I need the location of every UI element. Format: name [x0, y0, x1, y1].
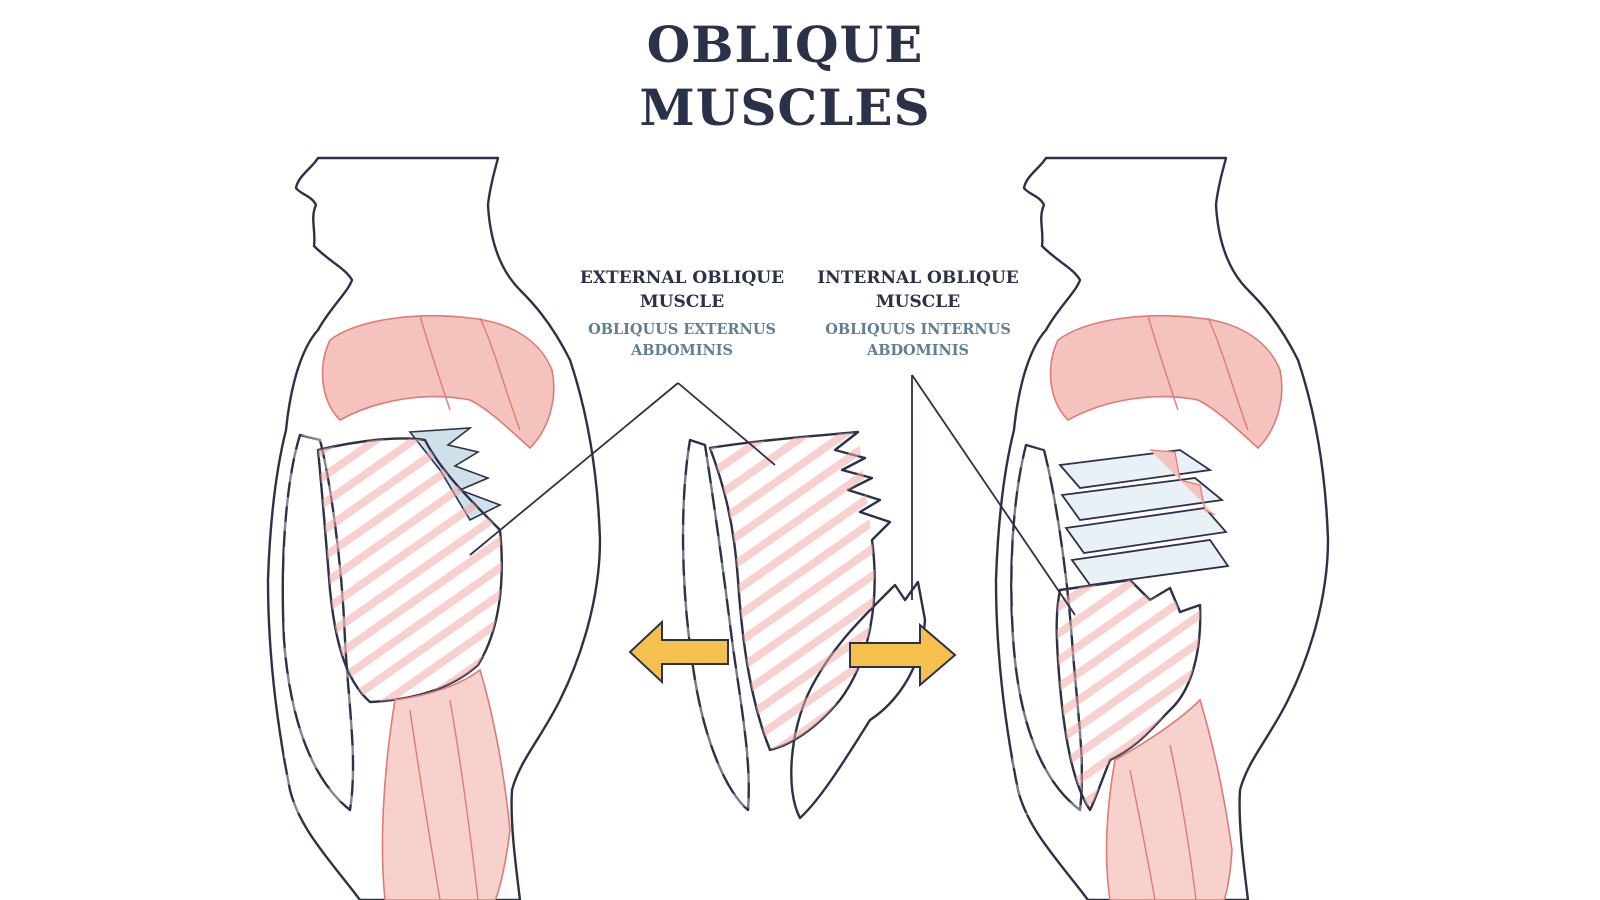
leader-internal-right: [911, 374, 1076, 616]
right-body-silhouette: [994, 156, 1330, 900]
right-figure-internal-oblique: [994, 156, 1330, 900]
label-internal-latin1: OBLIQUUS INTERNUS: [825, 321, 1011, 338]
left-deltoid: [321, 315, 555, 450]
label-internal-line2: MUSCLE: [876, 292, 960, 312]
label-external-oblique: EXTERNAL OBLIQUE MUSCLE OBLIQUUS EXTERNU…: [580, 268, 784, 359]
leader-external-left: [469, 382, 679, 556]
label-external-line2: MUSCLE: [640, 292, 724, 312]
arrow-right-icon: [849, 622, 957, 688]
label-external-line1: EXTERNAL OBLIQUE: [580, 268, 784, 288]
arrow-left-icon: [628, 619, 729, 685]
title-line-2: MUSCLES: [639, 78, 930, 137]
left-figure-external-oblique: [266, 156, 602, 900]
label-internal-line1: INTERNAL OBLIQUE: [817, 268, 1019, 288]
label-external-latin2: ABDOMINIS: [630, 342, 733, 359]
left-body-silhouette: [266, 156, 602, 900]
right-deltoid: [1049, 315, 1283, 450]
label-internal-oblique: INTERNAL OBLIQUE MUSCLE OBLIQUUS INTERNU…: [817, 268, 1019, 359]
center-detached-muscles: [628, 430, 957, 820]
right-ribcage: [1058, 449, 1230, 586]
title-line-1: OBLIQUE: [647, 15, 924, 74]
label-internal-latin2: ABDOMINIS: [866, 342, 969, 359]
label-external-latin1: OBLIQUUS EXTERNUS: [588, 321, 776, 338]
leader-external-center: [677, 382, 776, 466]
left-hip-muscles: [381, 668, 511, 900]
right-hip-muscles: [1105, 698, 1233, 900]
